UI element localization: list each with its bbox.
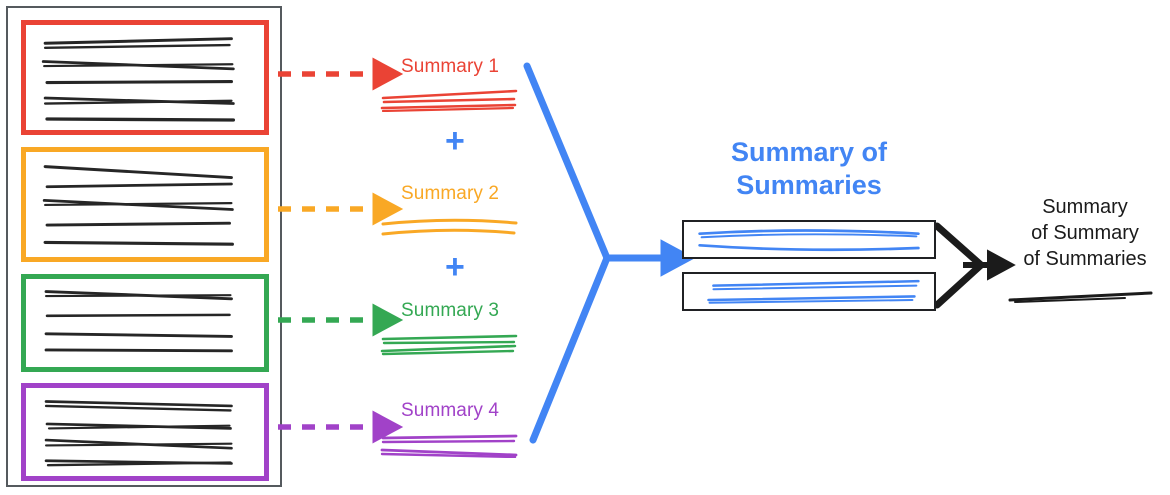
- final-title-line-2: of Summary: [1031, 222, 1139, 244]
- summary-2-lines: [380, 213, 520, 239]
- plus-operator-1: +: [445, 122, 465, 160]
- scribble-blue-1: [698, 229, 920, 252]
- final-title-line-1: Summary: [1042, 196, 1128, 218]
- document-group-purple: [21, 383, 269, 481]
- summary-3-label: Summary 3: [401, 300, 500, 321]
- text-lines-orange: [42, 165, 234, 246]
- scribble-green: [380, 334, 518, 356]
- text-lines-purple: [44, 400, 233, 467]
- black-merge-arrow: [933, 222, 1016, 309]
- document-group-red: [21, 20, 269, 135]
- summary-3-lines: [380, 330, 520, 356]
- final-title-line-3: of Summaries: [1023, 248, 1147, 270]
- plus-operator-2: +: [445, 248, 465, 286]
- scribble-red: [380, 89, 518, 113]
- summary-2-label: Summary 2: [401, 183, 500, 204]
- summary-1-lines: [380, 86, 520, 113]
- summary-4-label: Summary 4: [401, 400, 500, 421]
- summary-4-lines: [380, 430, 520, 459]
- document-group-green: [21, 274, 269, 372]
- text-lines-green: [44, 290, 233, 353]
- final-output-title: Summary of Summary of Summaries: [1005, 194, 1165, 272]
- sos-box-1: [682, 220, 936, 259]
- sos-box-2: [682, 272, 936, 311]
- scribble-orange: [381, 218, 518, 236]
- scribble-blue-2: [707, 279, 920, 304]
- summary-1-label: Summary 1: [401, 56, 500, 77]
- source-documents-container: [6, 6, 282, 487]
- summary-of-summaries-title: Summary of Summaries: [683, 136, 935, 202]
- text-lines-red: [41, 37, 236, 122]
- scribble-purple: [380, 434, 518, 459]
- sos-title-line-2: Summaries: [736, 170, 882, 200]
- sos-title-line-1: Summary of: [730, 137, 888, 167]
- document-group-orange: [21, 147, 269, 262]
- final-output-lines: [1005, 288, 1155, 308]
- blue-merge-arrow: [523, 62, 696, 444]
- scribble-black-final: [1008, 291, 1153, 303]
